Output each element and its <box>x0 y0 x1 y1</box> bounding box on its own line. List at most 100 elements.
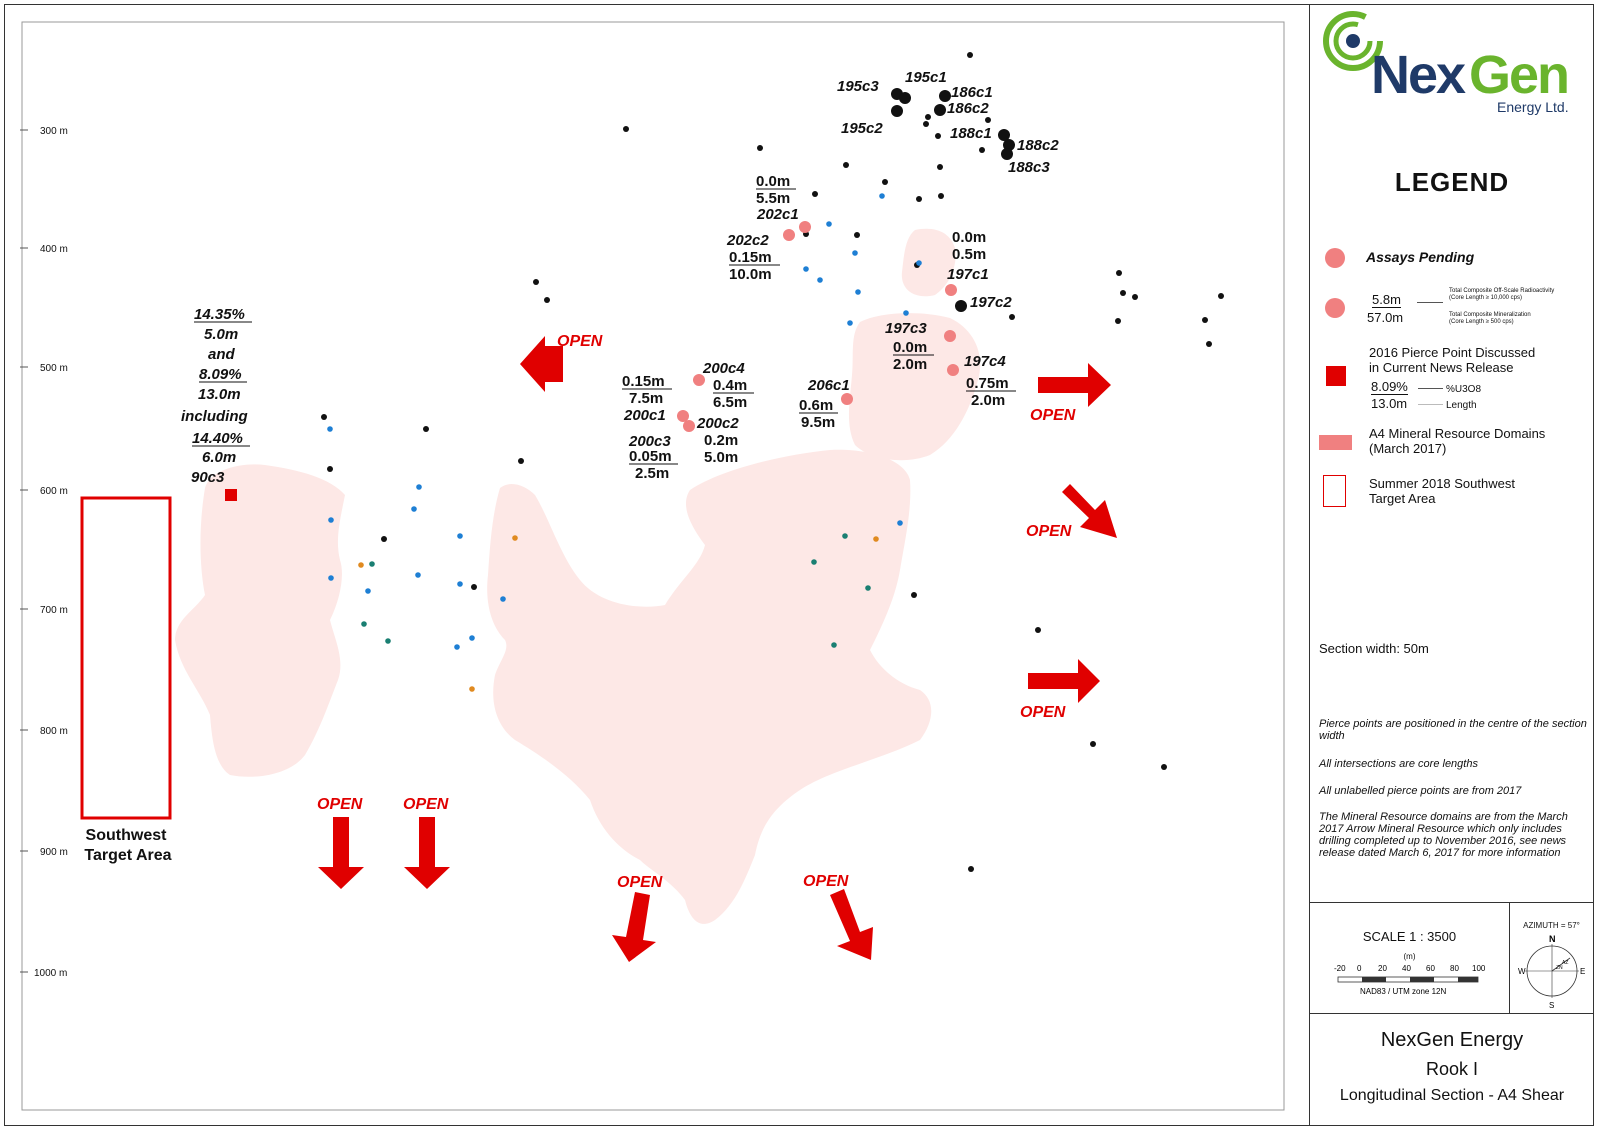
svg-text:ZN: ZN <box>1556 965 1563 971</box>
value-202c2-a: 0.15m <box>729 249 772 266</box>
target-area-symbol <box>1323 475 1346 507</box>
hole-label-195c1: 195c1 <box>905 69 947 86</box>
pierce-point <box>623 126 629 132</box>
svg-text:S: S <box>1549 1001 1554 1008</box>
pierce-point <box>842 533 848 539</box>
pierce-point <box>369 561 375 567</box>
resource-domain-symbol <box>1319 435 1352 450</box>
pierce-point <box>757 145 763 151</box>
section-width: Section width: 50m <box>1319 641 1429 656</box>
hole-label-197c3: 197c3 <box>885 320 927 337</box>
nexgen-logo: Nex Gen Energy Ltd. <box>1323 11 1570 115</box>
value-200c3-a: 0.05m <box>629 448 672 465</box>
azimuth-label: AZIMUTH = 57° <box>1523 921 1580 930</box>
logo-subtitle: Energy Ltd. <box>1497 99 1569 115</box>
divider <box>1310 902 1594 903</box>
value-90c3-e: 14.40% <box>192 430 243 447</box>
grade-unit: %U3O8 <box>1446 384 1482 395</box>
hole-label-186c2: 186c2 <box>947 100 989 117</box>
legend-panel: Nex Gen Energy Ltd. LEGEND Assays Pendin… <box>1309 5 1594 1126</box>
pierce-point <box>854 232 860 238</box>
hole-label-202c1: 202c1 <box>756 206 799 223</box>
depth-tick: 800 m <box>40 726 68 737</box>
note-core-lengths: All intersections are core lengths <box>1319 758 1478 770</box>
open-label: OPEN <box>557 333 603 350</box>
svg-text:AZ: AZ <box>1562 960 1568 966</box>
domain-northeast-upper <box>901 228 956 297</box>
pending-197c4 <box>947 364 959 376</box>
pierce-point <box>327 426 333 432</box>
hole-label-200c3: 200c3 <box>628 433 671 450</box>
value-197c1-b: 0.5m <box>952 246 986 263</box>
value-200c2-b: 5.0m <box>704 449 738 466</box>
value-206c1-a: 0.6m <box>799 397 833 414</box>
hole-label-197c2: 197c2 <box>970 294 1012 311</box>
legend-title: LEGEND <box>1394 167 1510 197</box>
hole-label-202c2: 202c2 <box>726 232 769 249</box>
pierce-point <box>416 484 422 490</box>
pierce-point <box>415 572 421 578</box>
value-90c3-and: and <box>208 346 236 363</box>
section-title: Longitudinal Section - A4 Shear <box>1339 1087 1565 1104</box>
pierce-point <box>385 638 391 644</box>
open-label: OPEN <box>1026 523 1072 540</box>
domain-west <box>175 464 345 777</box>
value-90c3-f: 6.0m <box>202 449 236 466</box>
pierce-point <box>937 164 943 170</box>
divider-vertical <box>1509 903 1510 1013</box>
composite-sample-bottom: 57.0m <box>1367 310 1404 325</box>
depth-axis: 300 m 400 m 500 m 600 m 700 m 800 m 900 … <box>20 126 68 979</box>
pierce-point <box>938 193 944 199</box>
open-arrow-south-1: OPEN <box>317 796 364 889</box>
pierce-point <box>544 297 550 303</box>
hole-label-206c1: 206c1 <box>807 377 850 394</box>
project-title: Rook I <box>1425 1059 1479 1079</box>
value-197c4-b: 2.0m <box>971 392 1005 409</box>
value-200c4-a: 0.4m <box>713 377 747 394</box>
value-90c3-incl: including <box>181 408 248 425</box>
value-90c3-d: 13.0m <box>198 386 241 403</box>
pierce-point <box>1115 318 1121 324</box>
pending-197c3 <box>944 330 956 342</box>
pierce-point <box>968 866 974 872</box>
pierce-point-195c1 <box>899 92 911 104</box>
svg-text:E: E <box>1580 967 1585 976</box>
pierce-point <box>826 221 832 227</box>
value-197c1-a: 0.0m <box>952 229 986 246</box>
composite-bottom-note: Total Composite Mineralization(Core Leng… <box>1449 312 1531 325</box>
pierce-point <box>457 581 463 587</box>
pierce-points-2017 <box>321 52 1224 872</box>
pierce-point <box>882 179 888 185</box>
value-202c1-b: 5.5m <box>756 190 790 207</box>
pierce-point <box>457 533 463 539</box>
open-label: OPEN <box>317 796 363 813</box>
depth-tick: 900 m <box>40 847 68 858</box>
open-arrow-south-southeast: OPEN <box>803 873 873 960</box>
svg-text:-20: -20 <box>1334 964 1346 973</box>
assays-pending-label: Assays Pending <box>1366 249 1475 265</box>
note-resource-domains: The Mineral Resource domains are from th… <box>1319 811 1568 859</box>
pierce-point <box>985 117 991 123</box>
depth-tick: 600 m <box>40 486 68 497</box>
pending-200c2 <box>683 420 695 432</box>
pierce-point <box>423 426 429 432</box>
pierce-point <box>1035 627 1041 633</box>
pierce-point <box>358 562 364 568</box>
open-label: OPEN <box>803 873 849 890</box>
pierce-point <box>916 196 922 202</box>
company-title: NexGen Energy <box>1380 1029 1524 1051</box>
pierce-point-188c1 <box>998 129 1010 141</box>
open-arrow-south-2: OPEN <box>403 796 450 889</box>
pierce-point <box>925 114 931 120</box>
labelled-pierce-points <box>891 88 1015 312</box>
composite-sample-top: 5.8m <box>1372 292 1401 308</box>
pending-202c1 <box>799 221 811 233</box>
pierce-point <box>873 536 879 542</box>
value-197c3-b: 2.0m <box>893 356 927 373</box>
value-200c1-a: 0.15m <box>622 373 665 390</box>
hole-label-188c1: 188c1 <box>950 125 992 142</box>
scale-bar: -20 0 20 40 60 80 100 NAD83 / UTM zone 1… <box>1334 964 1486 996</box>
depth-tick: 400 m <box>40 244 68 255</box>
